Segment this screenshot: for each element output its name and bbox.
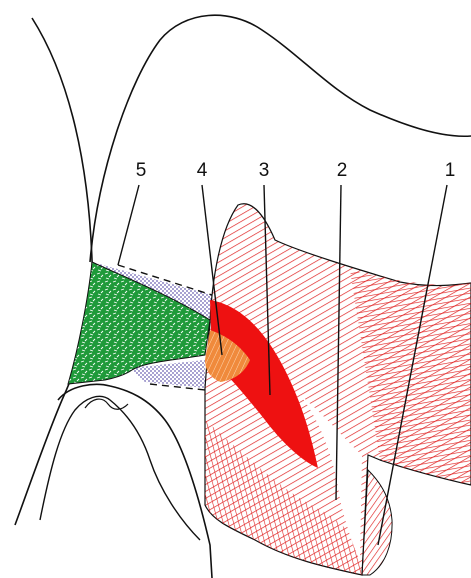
label-3: 3 [259, 160, 270, 181]
leader-line-5 [118, 185, 139, 265]
label-4: 4 [197, 160, 208, 181]
skull-outline [90, 15, 471, 262]
label-1: 1 [445, 160, 456, 181]
label-2: 2 [337, 160, 348, 181]
label-5: 5 [136, 160, 147, 181]
left-outer-curve [15, 18, 92, 525]
condyle-outline [40, 396, 200, 540]
mandible-outline [58, 384, 212, 578]
condyle-wave [85, 399, 128, 409]
